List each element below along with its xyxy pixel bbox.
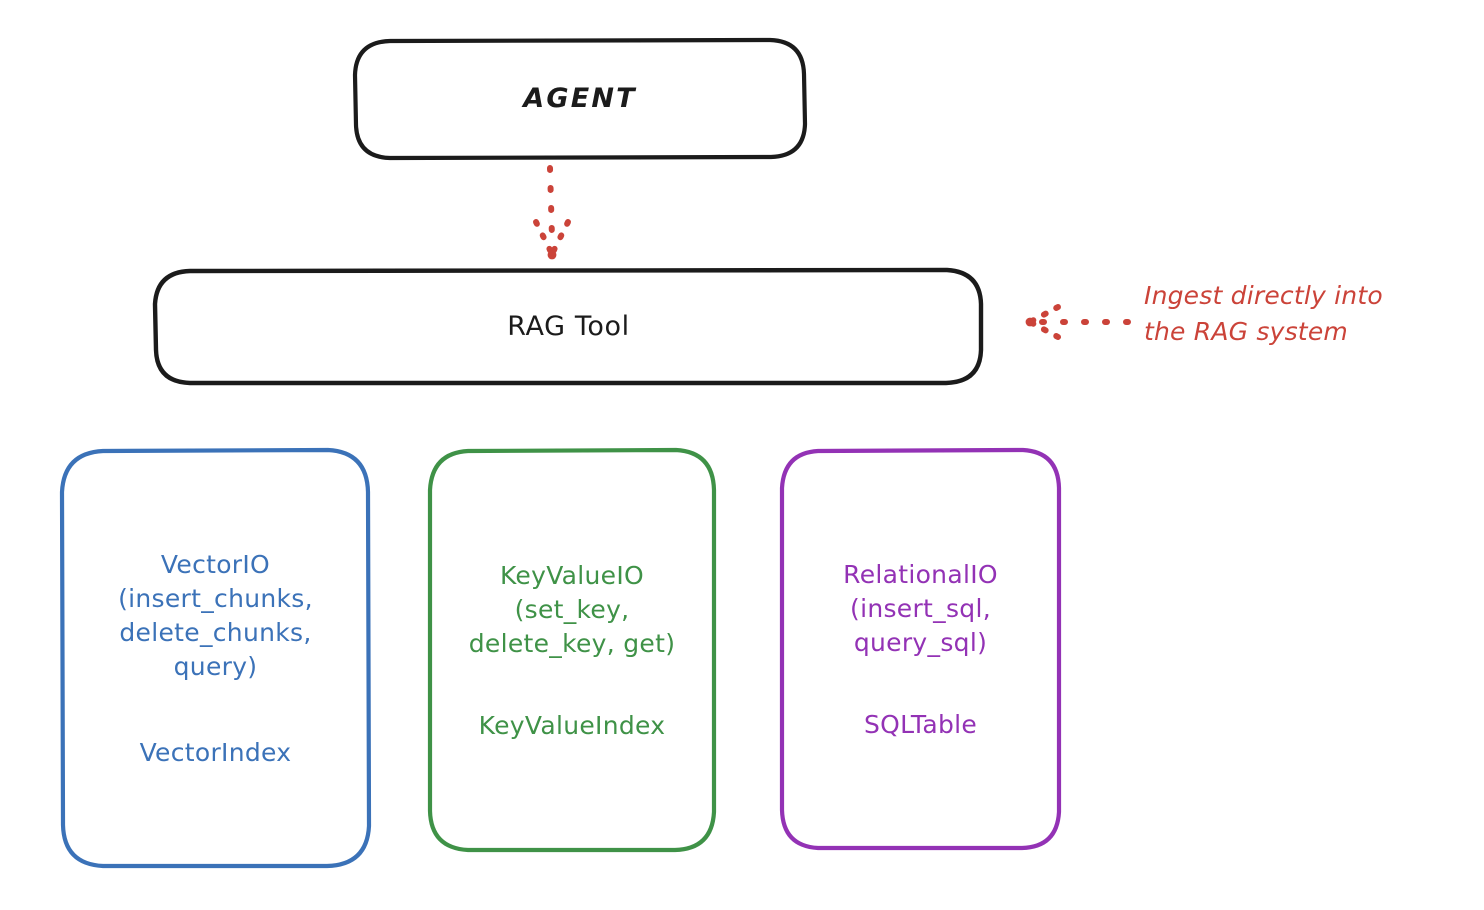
- key-value-io-title: KeyValueIO (set_key, delete_key, get): [468, 560, 676, 658]
- agent-box-outline[interactable]: [352, 37, 808, 161]
- sql-table-label: SQLTable: [863, 709, 978, 739]
- key-value-index-label: KeyValueIndex: [478, 710, 666, 740]
- rag-tool-box-outline[interactable]: [152, 267, 984, 386]
- vector-io-node[interactable]: VectorIO (insert_chunks, delete_chunks, …: [62, 450, 369, 867]
- agent-label: AGENT: [523, 83, 637, 115]
- key-value-io-box-outline[interactable]: [427, 447, 717, 853]
- relational-io-box-outline[interactable]: [779, 447, 1062, 851]
- vector-io-box-outline[interactable]: [59, 447, 372, 869]
- relational-io-node[interactable]: RelationalIO (insert_sql, query_sql) SQL…: [782, 450, 1059, 848]
- agent-to-rag-tool-connector: [533, 165, 571, 260]
- rag-tool-label: RAG Tool: [507, 311, 630, 343]
- vector-io-title: VectorIO (insert_chunks, delete_chunks, …: [118, 550, 313, 681]
- vector-index-label: VectorIndex: [139, 738, 292, 767]
- key-value-io-node[interactable]: KeyValueIO (set_key, delete_key, get) Ke…: [430, 450, 714, 850]
- ingest-annotation-text: Ingest directly into the RAG system: [1144, 281, 1383, 346]
- relational-io-title: RelationalIO (insert_sql, query_sql): [843, 559, 998, 657]
- rag-tool-node[interactable]: RAG Tool: [155, 270, 982, 384]
- ingest-connector: [1025, 304, 1131, 340]
- agent-node[interactable]: AGENT: [355, 40, 805, 158]
